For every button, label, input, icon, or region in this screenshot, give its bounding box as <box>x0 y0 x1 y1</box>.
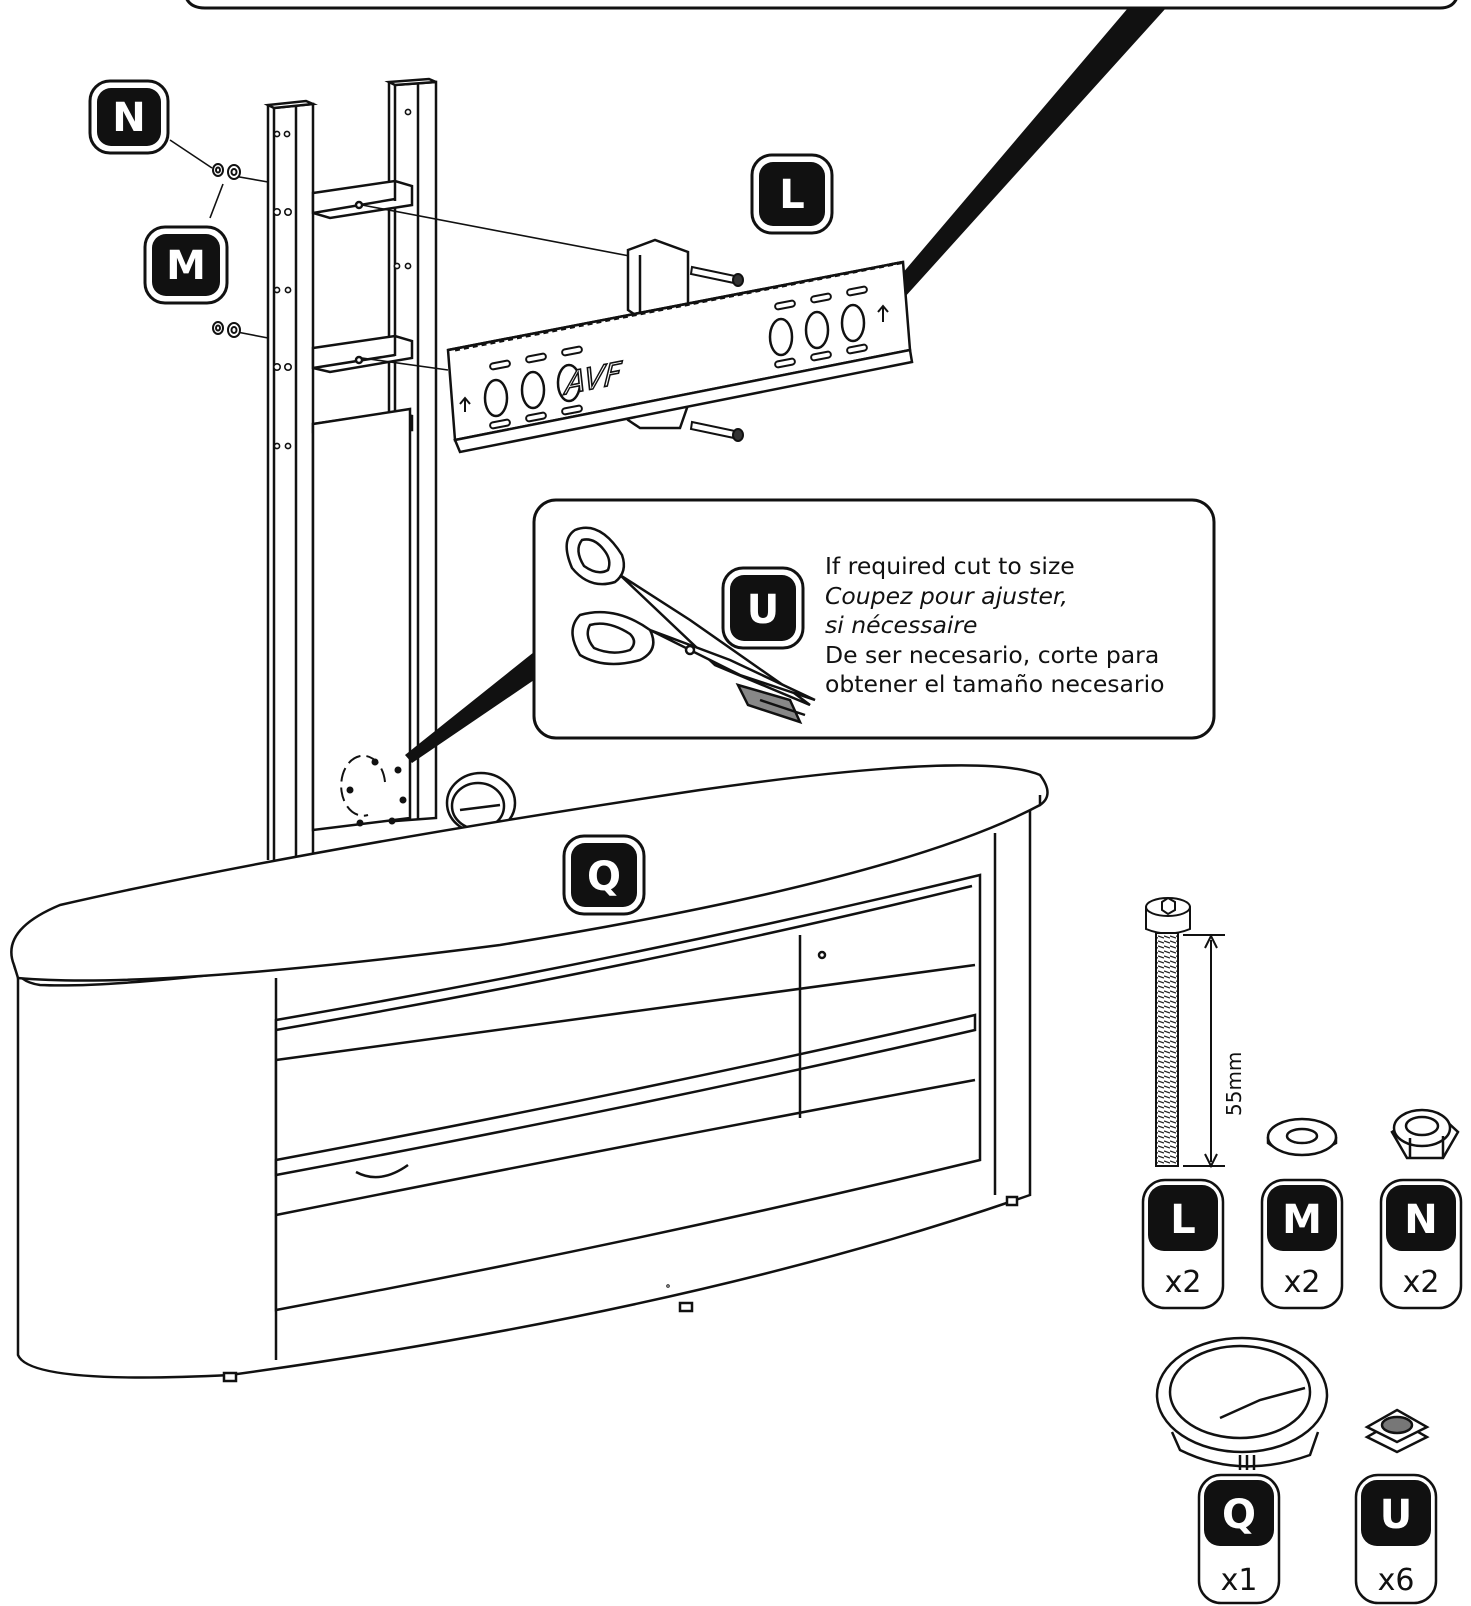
part-badge-n: N x2 <box>1379 1178 1463 1310</box>
badge-l-assembly: L <box>750 153 834 235</box>
tv-bracket <box>446 238 914 454</box>
instruction-es-2: obtener el tamaño necesario <box>825 670 1165 698</box>
nut-washer-lower <box>212 321 241 338</box>
bolt-upper <box>689 265 744 287</box>
grommet-part-icon <box>1155 1336 1329 1470</box>
badge-n-assembly: N <box>88 79 170 155</box>
part-badge-q: Q x1 <box>1197 1473 1281 1605</box>
part-u-qty: x6 <box>1378 1563 1415 1598</box>
bolt-length-label: 55mm <box>1222 1052 1246 1116</box>
part-n-qty: x2 <box>1403 1265 1440 1300</box>
cut-callout-box <box>532 498 1216 740</box>
badge-m-letter: M <box>166 243 206 289</box>
nut-part-icon <box>1390 1108 1460 1160</box>
badge-q-assembly: Q <box>562 834 646 916</box>
badge-u-letter: U <box>747 587 779 633</box>
scissors-icon <box>565 526 816 725</box>
part-l-qty: x2 <box>1165 1265 1202 1300</box>
badge-m-assembly: M <box>143 225 229 305</box>
part-q-qty: x1 <box>1221 1563 1258 1598</box>
callout-pointer-top <box>890 8 1166 298</box>
part-badge-l: L x2 <box>1141 1178 1225 1310</box>
part-q-letter: Q <box>1222 1492 1256 1538</box>
adhesive-pad-icon <box>1364 1408 1430 1454</box>
callout-pointer-u <box>405 652 534 763</box>
part-badge-u: U x6 <box>1354 1473 1438 1605</box>
badge-u-callout: U <box>721 566 805 650</box>
part-m-qty: x2 <box>1284 1265 1321 1300</box>
part-l-letter: L <box>1170 1197 1196 1243</box>
part-n-letter: N <box>1404 1197 1437 1243</box>
part-badge-m: M x2 <box>1260 1178 1344 1310</box>
top-callout-frame <box>185 0 1458 10</box>
cut-marks <box>340 754 407 827</box>
part-u-letter: U <box>1380 1492 1412 1538</box>
back-panel <box>311 407 412 832</box>
badge-q-letter: Q <box>587 854 621 900</box>
grommet-scene <box>445 771 556 847</box>
bolt-part-icon <box>1145 896 1225 1169</box>
washer-part-icon <box>1266 1117 1338 1157</box>
instruction-es-1: De ser necesario, corte para <box>825 640 1160 669</box>
instruction-fr-2: si nécessaire <box>825 611 978 639</box>
badge-l-letter: L <box>779 172 805 218</box>
badge-n-letter: N <box>112 95 145 141</box>
cut-instructions: If required cut to size Coupez pour ajus… <box>825 552 1205 700</box>
part-m-letter: M <box>1282 1197 1322 1243</box>
instruction-en: If required cut to size <box>825 552 1075 580</box>
instruction-fr-1: Coupez pour ajuster, <box>825 581 1068 610</box>
nut-washer-upper <box>212 163 241 180</box>
tv-stand <box>10 764 1049 1383</box>
bolt-lower <box>689 420 744 442</box>
